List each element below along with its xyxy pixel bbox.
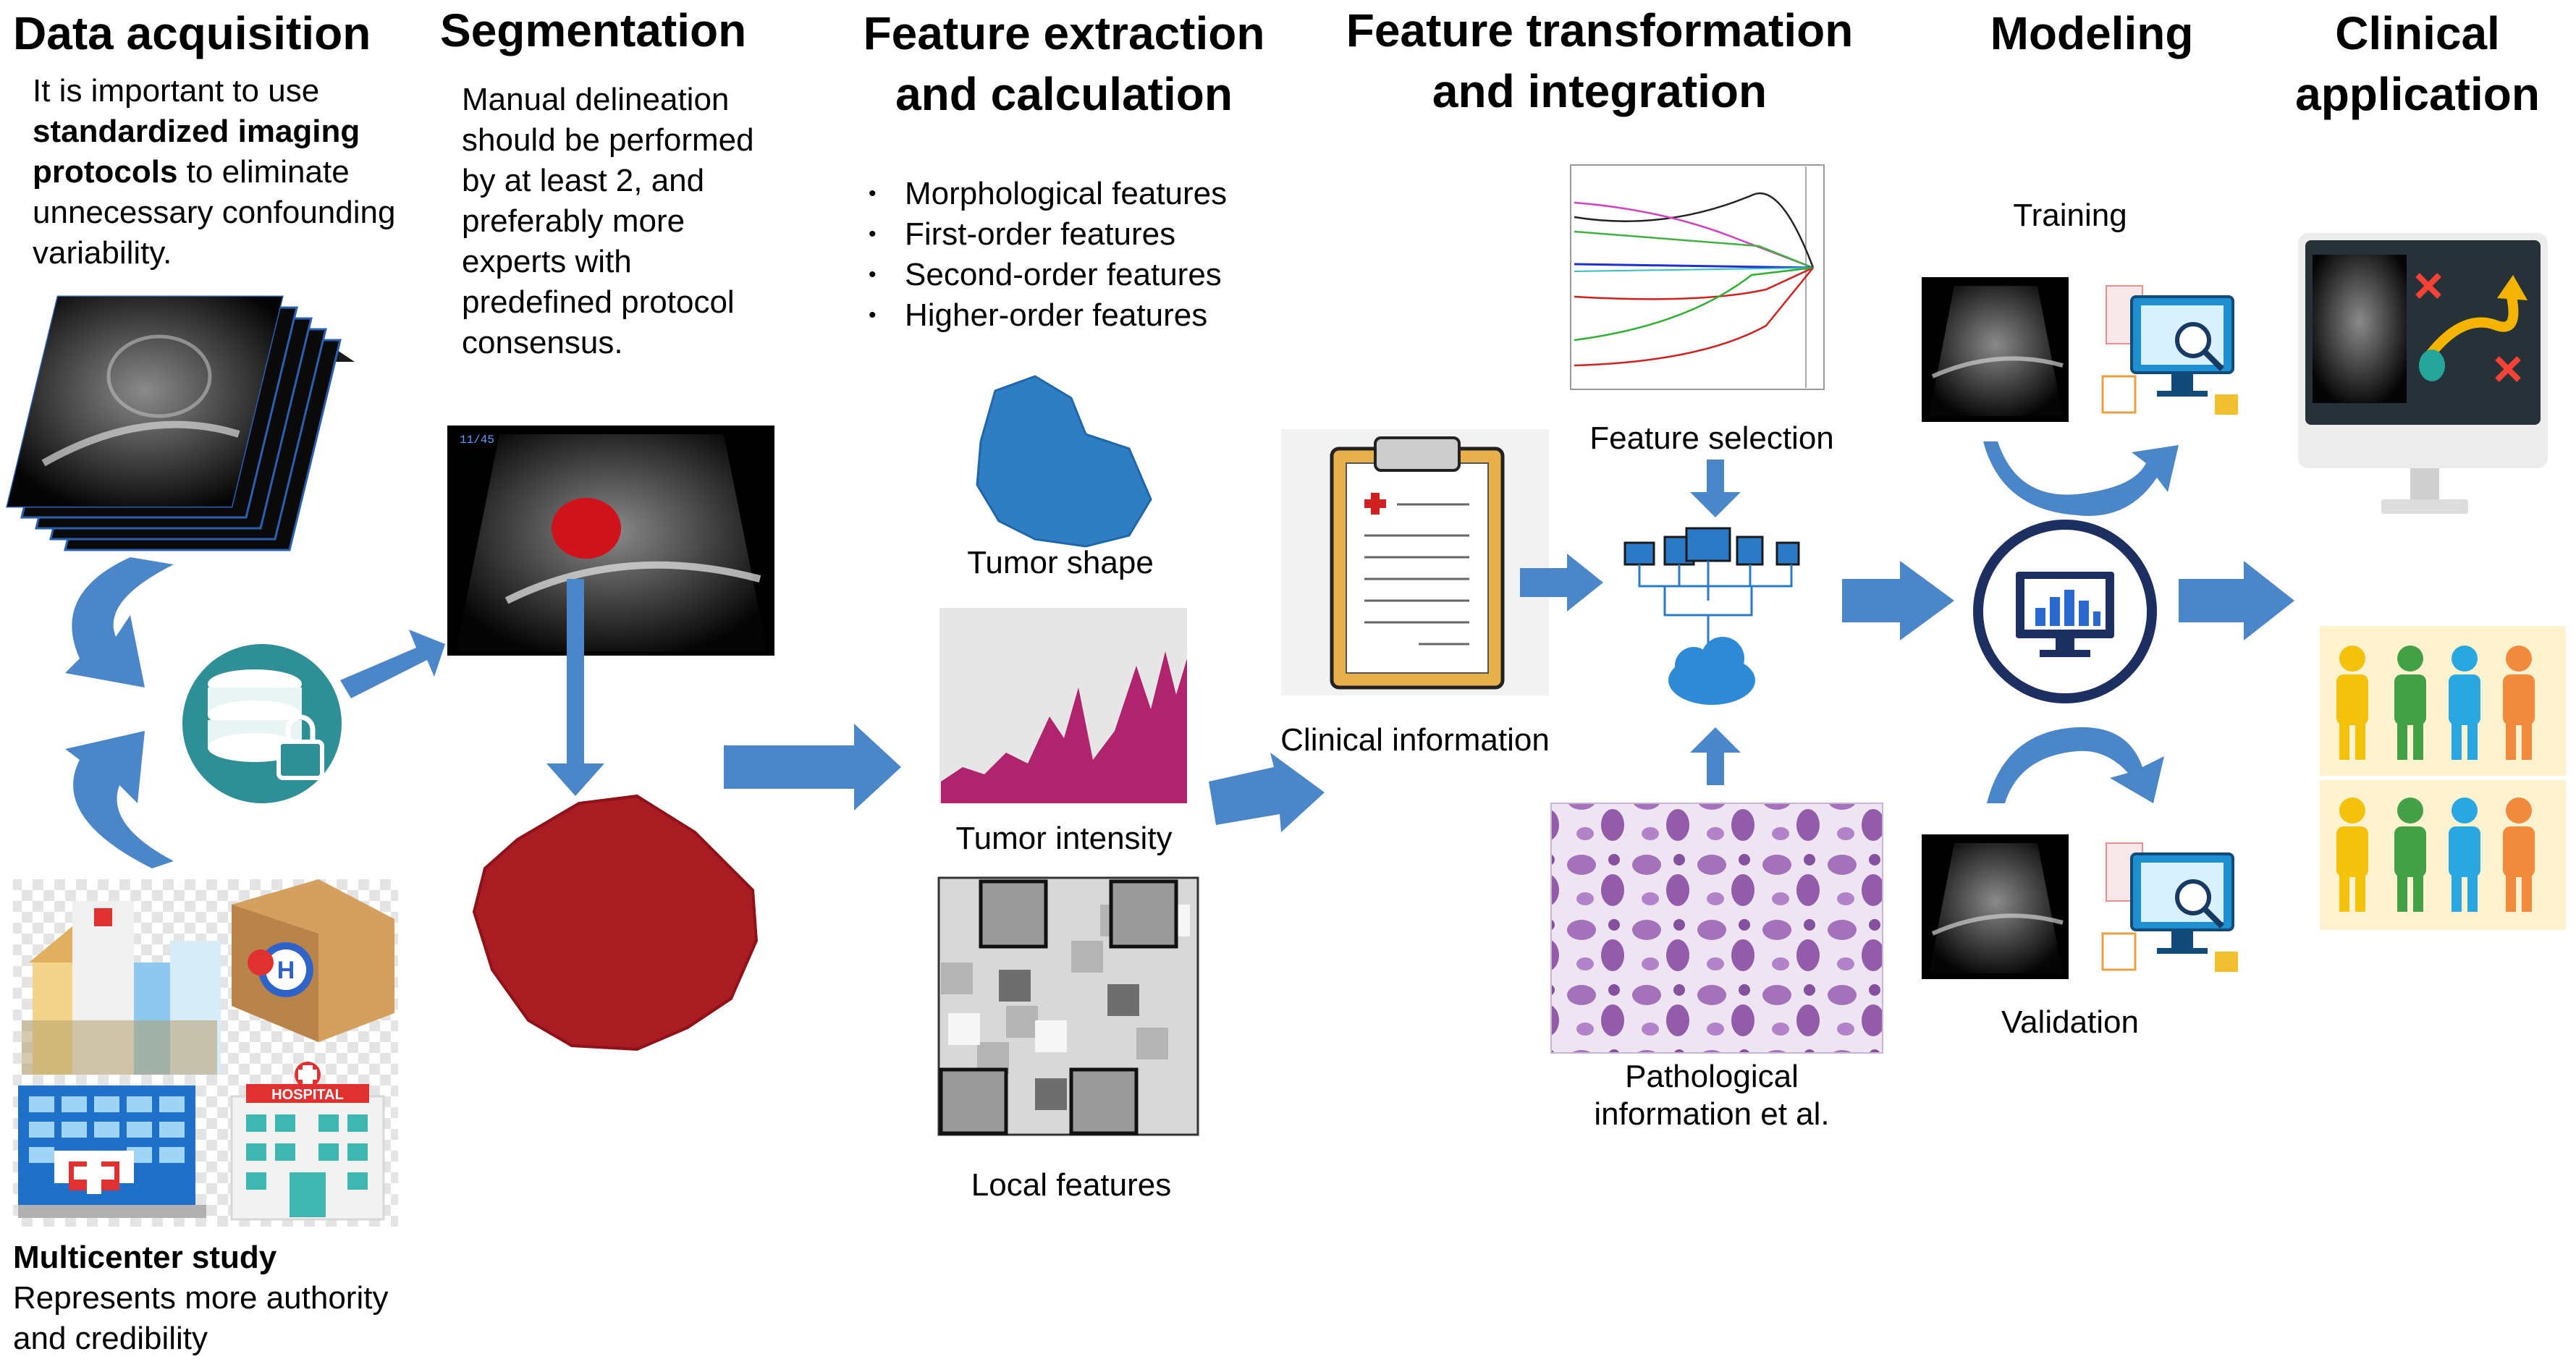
lasso-feature-selection-plot (1570, 164, 1825, 390)
data-acquisition-desc: It is important to use standardized imag… (33, 71, 395, 274)
feature-transformation-title: Feature transformation and integration (1332, 0, 1867, 122)
network-cloud-icon (1623, 527, 1800, 705)
training-label: Training (2013, 198, 2127, 233)
feature-transformation-title-line-1: Feature transformation (1346, 4, 1854, 56)
segmentation-desc-line: should be performed (462, 122, 754, 158)
tumor-intensity-chart (939, 608, 1187, 803)
pathological-information-line-2: information et al. (1594, 1096, 1830, 1132)
feature-extraction-title: Feature extraction and calculation (840, 3, 1288, 124)
clinical-application-title-line-2: application (2295, 68, 2540, 120)
data-acquisition-desc-line-5: variability. (33, 235, 172, 271)
data-acquisition-desc-line-3: to eliminate (177, 154, 350, 190)
clinical-information-label: Clinical information (1280, 722, 1550, 758)
segmentation-desc-line: Manual delineation (462, 82, 730, 117)
segmentation-ultrasound-image: 11/45 (447, 426, 774, 656)
segmentation-desc-line: by at least 2, and (462, 163, 705, 198)
dashboard-icon (2095, 832, 2244, 977)
people-icon (2320, 626, 2566, 930)
clinical-application-title: Clinical application (2273, 3, 2562, 124)
segmentation-desc-line: preferably more (462, 203, 685, 239)
dashboard-icon (2095, 275, 2244, 420)
segmentation-desc-line: consensus. (462, 325, 623, 360)
feature-type-item: First-order features (869, 214, 1227, 255)
chart-monitor-icon (1973, 520, 2157, 703)
tumor-shape-blob (976, 375, 1152, 548)
clinical-application-title-line-1: Clinical (2335, 7, 2500, 59)
feature-transformation-title-line-2: and integration (1432, 65, 1768, 117)
hospital-icon: H HOSPITAL (13, 879, 398, 1227)
multicenter-study-line-1: Represents more authority (13, 1280, 389, 1316)
segmentation-desc: Manual delineation should be performed b… (462, 80, 754, 363)
hospital-sign-text: HOSPITAL (271, 1087, 344, 1103)
data-acquisition-desc-bold-2: protocols (33, 154, 178, 190)
data-acquisition-title: Data acquisition (13, 7, 371, 59)
tumor-shape-label: Tumor shape (967, 545, 1154, 580)
local-features-grid (937, 876, 1199, 1136)
svg-text:H: H (277, 957, 295, 984)
segmentation-desc-line: predefined protocol (462, 284, 735, 320)
feature-type-item: Higher-order features (869, 295, 1227, 336)
validation-ultrasound-image (1922, 834, 2069, 979)
svg-text:11/45: 11/45 (460, 433, 494, 447)
feature-type-item: Morphological features (869, 174, 1227, 214)
local-features-label: Local features (971, 1167, 1172, 1203)
segmented-tumor-mask (472, 794, 759, 1051)
feature-extraction-title-line-2: and calculation (895, 68, 1233, 120)
feature-type-list: Morphological features First-order featu… (869, 174, 1227, 336)
multicenter-study-line-2: and credibility (13, 1321, 208, 1356)
pathological-information-line-1: Pathological (1625, 1059, 1799, 1094)
pathology-histology-image (1550, 803, 1883, 1054)
clipboard-icon (1281, 429, 1549, 695)
strategy-monitor-icon (2298, 233, 2548, 514)
multicenter-study-title: Multicenter study (13, 1240, 277, 1275)
tumor-intensity-label: Tumor intensity (955, 821, 1173, 856)
feature-extraction-title-line-1: Feature extraction (863, 7, 1265, 59)
data-acquisition-desc-line-1: It is important to use (33, 73, 320, 109)
data-acquisition-desc-bold-1: standardized imaging (33, 114, 360, 149)
feature-type-item: Second-order features (869, 255, 1227, 295)
training-ultrasound-image (1922, 277, 2069, 422)
segmentation-desc-line: experts with (462, 244, 632, 279)
pathological-information-label: Pathological information et al. (1567, 1058, 1857, 1133)
ultrasound-stack-icon (6, 295, 355, 551)
validation-label: Validation (2001, 1004, 2139, 1040)
multicenter-study-caption: Multicenter study Represents more author… (13, 1237, 388, 1359)
feature-selection-label: Feature selection (1589, 420, 1834, 456)
data-acquisition-desc-line-4: unnecessary confounding (33, 195, 396, 230)
segmentation-title: Segmentation (440, 4, 747, 56)
database-lock-icon (182, 644, 342, 803)
modeling-title: Modeling (1990, 7, 2194, 59)
